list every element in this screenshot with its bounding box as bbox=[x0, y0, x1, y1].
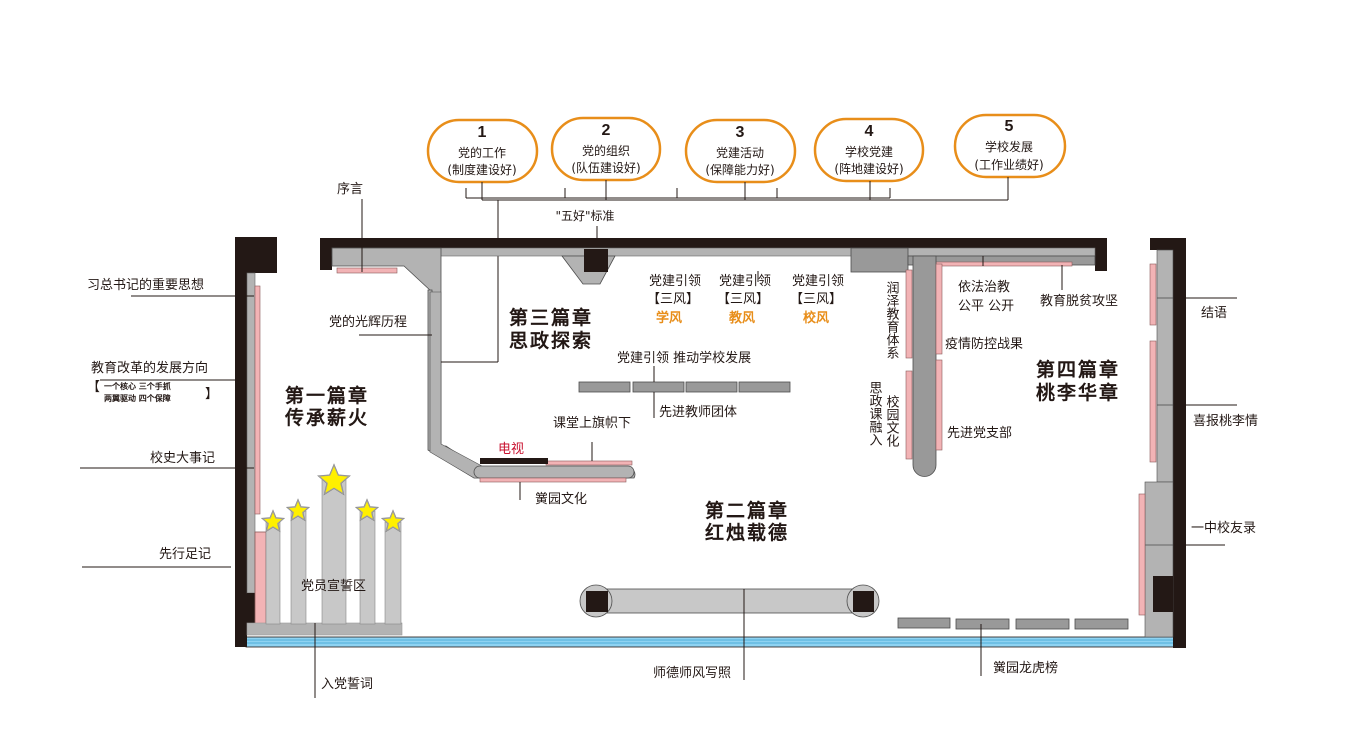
standard-num-3: 3 bbox=[736, 124, 745, 141]
standard-num-1: 1 bbox=[478, 124, 487, 141]
star-icon bbox=[382, 511, 404, 531]
label-classroom-flag: 课堂上旗帜下 bbox=[553, 415, 631, 431]
standard-num-5: 5 bbox=[1005, 118, 1014, 135]
label-epidemic: 疫情防控战果 bbox=[945, 336, 1023, 352]
label-ideology-2: 校园文化 bbox=[884, 394, 900, 448]
standards-connector bbox=[465, 188, 891, 199]
label-preface: 序言 bbox=[337, 182, 363, 197]
label-poverty: 教育脱贫攻坚 bbox=[1040, 293, 1118, 309]
tv-screen bbox=[480, 458, 548, 464]
label-rule-of-law-1: 依法治教 bbox=[958, 279, 1010, 295]
star-icon bbox=[287, 500, 309, 520]
sanfeng-lead-1: 党建引领 bbox=[649, 274, 701, 289]
label-ideology-1: 思政课融入 bbox=[867, 381, 883, 446]
label-rule-of-law-2: 公平 公开 bbox=[958, 299, 1014, 314]
corridor-panel bbox=[427, 289, 636, 483]
chapter-four-line1: 第四篇章 bbox=[1036, 358, 1120, 381]
five-good-standards: 1 党的工作 (制度建设好) 2 党的组织 (队伍建设好) 3 党建活动 (保障… bbox=[426, 113, 1067, 363]
standard-title-3: 党建活动 bbox=[716, 145, 764, 160]
label-advanced-teachers: 先进教师团体 bbox=[659, 404, 737, 420]
sanfeng-bracket-2: 【三风】 bbox=[717, 292, 769, 307]
sanfeng-bracket-3: 【三风】 bbox=[790, 292, 842, 307]
right-wall bbox=[1138, 238, 1186, 648]
sanfeng-xiaofeng: 校风 bbox=[803, 310, 829, 326]
star-icon bbox=[356, 500, 378, 520]
label-party-drive: 党建引领 推动学校发展 bbox=[617, 350, 751, 366]
standard-title-4: 学校党建 bbox=[845, 144, 893, 159]
label-honor-board: 黉园龙虎榜 bbox=[993, 660, 1058, 676]
window-strip bbox=[245, 636, 1175, 648]
label-edu-reform-sub2: 两翼驱动 四个保障 bbox=[104, 393, 171, 403]
standard-sub-3: (保障能力好) bbox=[705, 162, 774, 177]
label-edu-reform-sub1: 一个核心 三个手抓 bbox=[104, 381, 171, 391]
standard-bubble-5 bbox=[953, 113, 1067, 179]
chapter-one-line1: 第一篇章 bbox=[285, 384, 369, 407]
chapter-four-line2: 桃李华章 bbox=[1036, 381, 1120, 404]
standard-sub-5: (工作业绩好) bbox=[974, 158, 1043, 172]
standard-sub-4: (阵地建设好) bbox=[834, 162, 903, 176]
chapter-two-line1: 第二篇章 bbox=[705, 499, 789, 522]
label-advanced-branch: 先进党支部 bbox=[947, 426, 1012, 441]
five-good-label: "五好"标准 bbox=[555, 209, 614, 223]
label-xi-thought: 习总书记的重要思想 bbox=[87, 277, 204, 293]
standard-title-1: 党的工作 bbox=[458, 145, 506, 160]
label-good-news: 喜报桃李情 bbox=[1193, 414, 1258, 429]
label-education-system: 润泽教育体系 bbox=[884, 281, 900, 359]
chapter-four-partition bbox=[905, 255, 943, 477]
sanfeng-group: 党建引领 【三风】 学风 党建引领 【三风】 教风 党建引领 【三风】 校风 bbox=[647, 274, 844, 326]
sanfeng-lead-3: 党建引领 bbox=[792, 274, 844, 289]
standard-sub-1: (制度建设好) bbox=[447, 162, 516, 177]
label-epilogue: 结语 bbox=[1201, 306, 1227, 321]
bracket-close: 】 bbox=[205, 387, 218, 402]
standard-title-5: 学校发展 bbox=[985, 139, 1033, 154]
label-tv: 电视 bbox=[498, 442, 524, 457]
teacher-panels bbox=[578, 381, 791, 393]
label-pioneer: 先行足记 bbox=[159, 547, 211, 562]
chapter-two-line2: 红烛载德 bbox=[705, 521, 789, 544]
sanfeng-xuefeng: 学风 bbox=[656, 310, 682, 326]
star-icon bbox=[319, 465, 349, 494]
leader-lines bbox=[80, 199, 1237, 698]
chapter-three-line2: 思政探索 bbox=[509, 329, 593, 352]
sanfeng-jiaofeng: 教风 bbox=[728, 310, 755, 326]
label-alumni: 一中校友录 bbox=[1191, 520, 1256, 536]
standard-title-2: 党的组织 bbox=[582, 143, 630, 158]
label-oath-words: 入党誓词 bbox=[321, 677, 373, 692]
star-icon bbox=[262, 511, 284, 531]
label-edu-reform: 教育改革的发展方向 bbox=[91, 360, 208, 376]
teacher-ethics-panel bbox=[579, 584, 880, 618]
label-party-history: 党的光辉历程 bbox=[329, 314, 407, 330]
label-campus-culture: 黉园文化 bbox=[535, 492, 587, 507]
standard-bubble-4 bbox=[813, 117, 925, 183]
chapter-three-line1: 第三篇章 bbox=[509, 306, 593, 329]
bracket-open: 【 bbox=[87, 380, 100, 395]
sanfeng-bracket-1: 【三风】 bbox=[647, 292, 699, 307]
sanfeng-lead-2: 党建引领 bbox=[719, 274, 771, 289]
chapter-one-line2: 传承薪火 bbox=[284, 406, 369, 429]
standard-sub-2: (队伍建设好) bbox=[571, 160, 640, 175]
left-wall bbox=[235, 237, 277, 647]
standard-num-2: 2 bbox=[602, 122, 611, 139]
standard-bubble-3 bbox=[684, 118, 797, 184]
honor-board-panels bbox=[897, 617, 1129, 630]
label-teacher-ethics: 师德师风写照 bbox=[653, 666, 731, 681]
standard-num-4: 4 bbox=[865, 123, 874, 140]
label-school-history: 校史大事记 bbox=[150, 450, 215, 466]
oath-zone bbox=[246, 463, 406, 636]
label-oath-zone: 党员宣誓区 bbox=[301, 578, 366, 594]
top-wall bbox=[320, 238, 1107, 479]
